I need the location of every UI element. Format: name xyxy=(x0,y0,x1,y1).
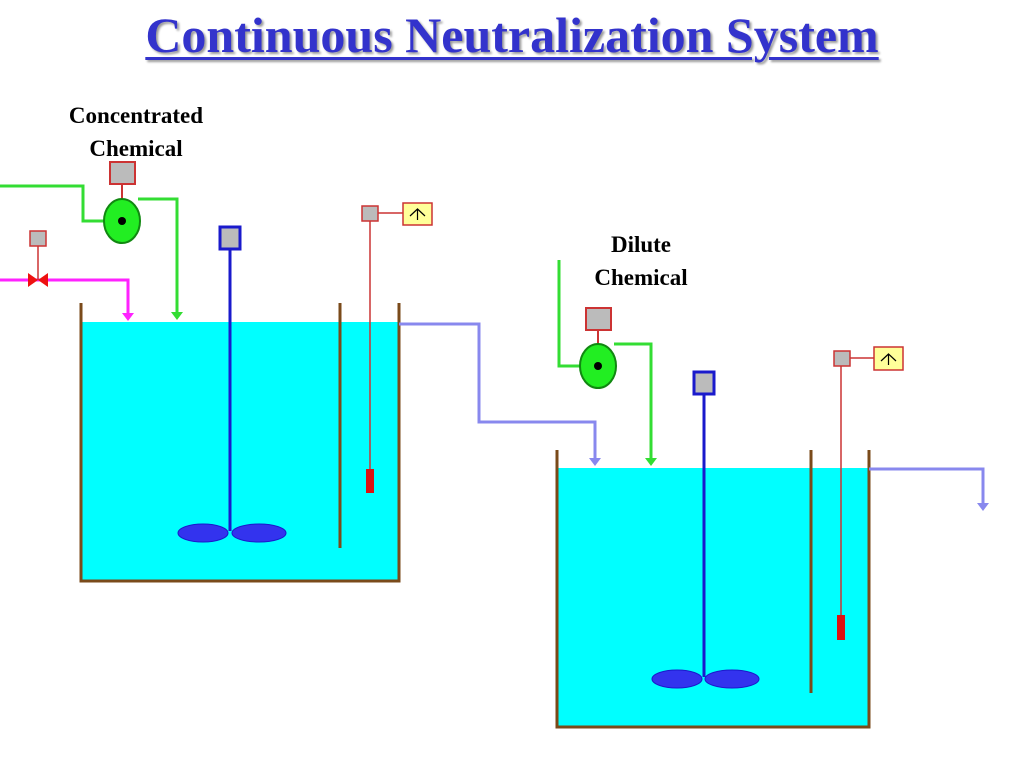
agitator-2-motor xyxy=(692,370,716,396)
transfer-line xyxy=(399,322,601,466)
concentrated-feed-line xyxy=(0,184,183,320)
label-dilute-line-1: Dilute xyxy=(610,232,672,257)
pump-1-controller xyxy=(109,161,136,185)
bowtie-valve-icon[interactable] xyxy=(28,273,48,287)
tank-1-liquid xyxy=(81,322,399,581)
pump-icon[interactable] xyxy=(103,161,141,244)
label-concentrated-line-1: Concentrated xyxy=(68,103,204,128)
dilute-feed-line xyxy=(557,260,657,466)
valve-controller xyxy=(29,230,47,247)
tank-2-liquid xyxy=(557,468,869,727)
agitator-2 xyxy=(651,370,760,689)
outlet-arrow xyxy=(977,503,989,511)
up-arrow-alarm-icon[interactable] xyxy=(402,202,433,226)
ph-probe-2 xyxy=(833,350,874,640)
waste-inlet-line xyxy=(0,230,134,321)
waste-inlet-arrow xyxy=(122,313,134,321)
label-dilute-line-2: Chemical xyxy=(594,265,688,290)
label-dilute-chemical: Dilute Chemical xyxy=(556,228,726,294)
outlet-line xyxy=(869,467,989,511)
slide-title: Continuous Neutralization System xyxy=(145,7,879,63)
ph-probe-1 xyxy=(361,205,403,493)
agitator-1-motor xyxy=(218,225,242,251)
dilute-feed-arrow xyxy=(645,458,657,466)
pump-icon[interactable] xyxy=(579,307,617,389)
tank-2-wall xyxy=(555,450,871,729)
up-arrow-alarm-icon[interactable] xyxy=(873,346,904,371)
concentrated-feed-arrow xyxy=(171,312,183,320)
agitator-1 xyxy=(177,225,287,543)
pump-2-controller xyxy=(585,307,612,331)
label-concentrated-chemical: Concentrated Chemical xyxy=(36,99,236,165)
transfer-arrow xyxy=(589,458,601,466)
label-concentrated-line-2: Chemical xyxy=(89,136,183,161)
tank-1-wall xyxy=(79,303,401,583)
